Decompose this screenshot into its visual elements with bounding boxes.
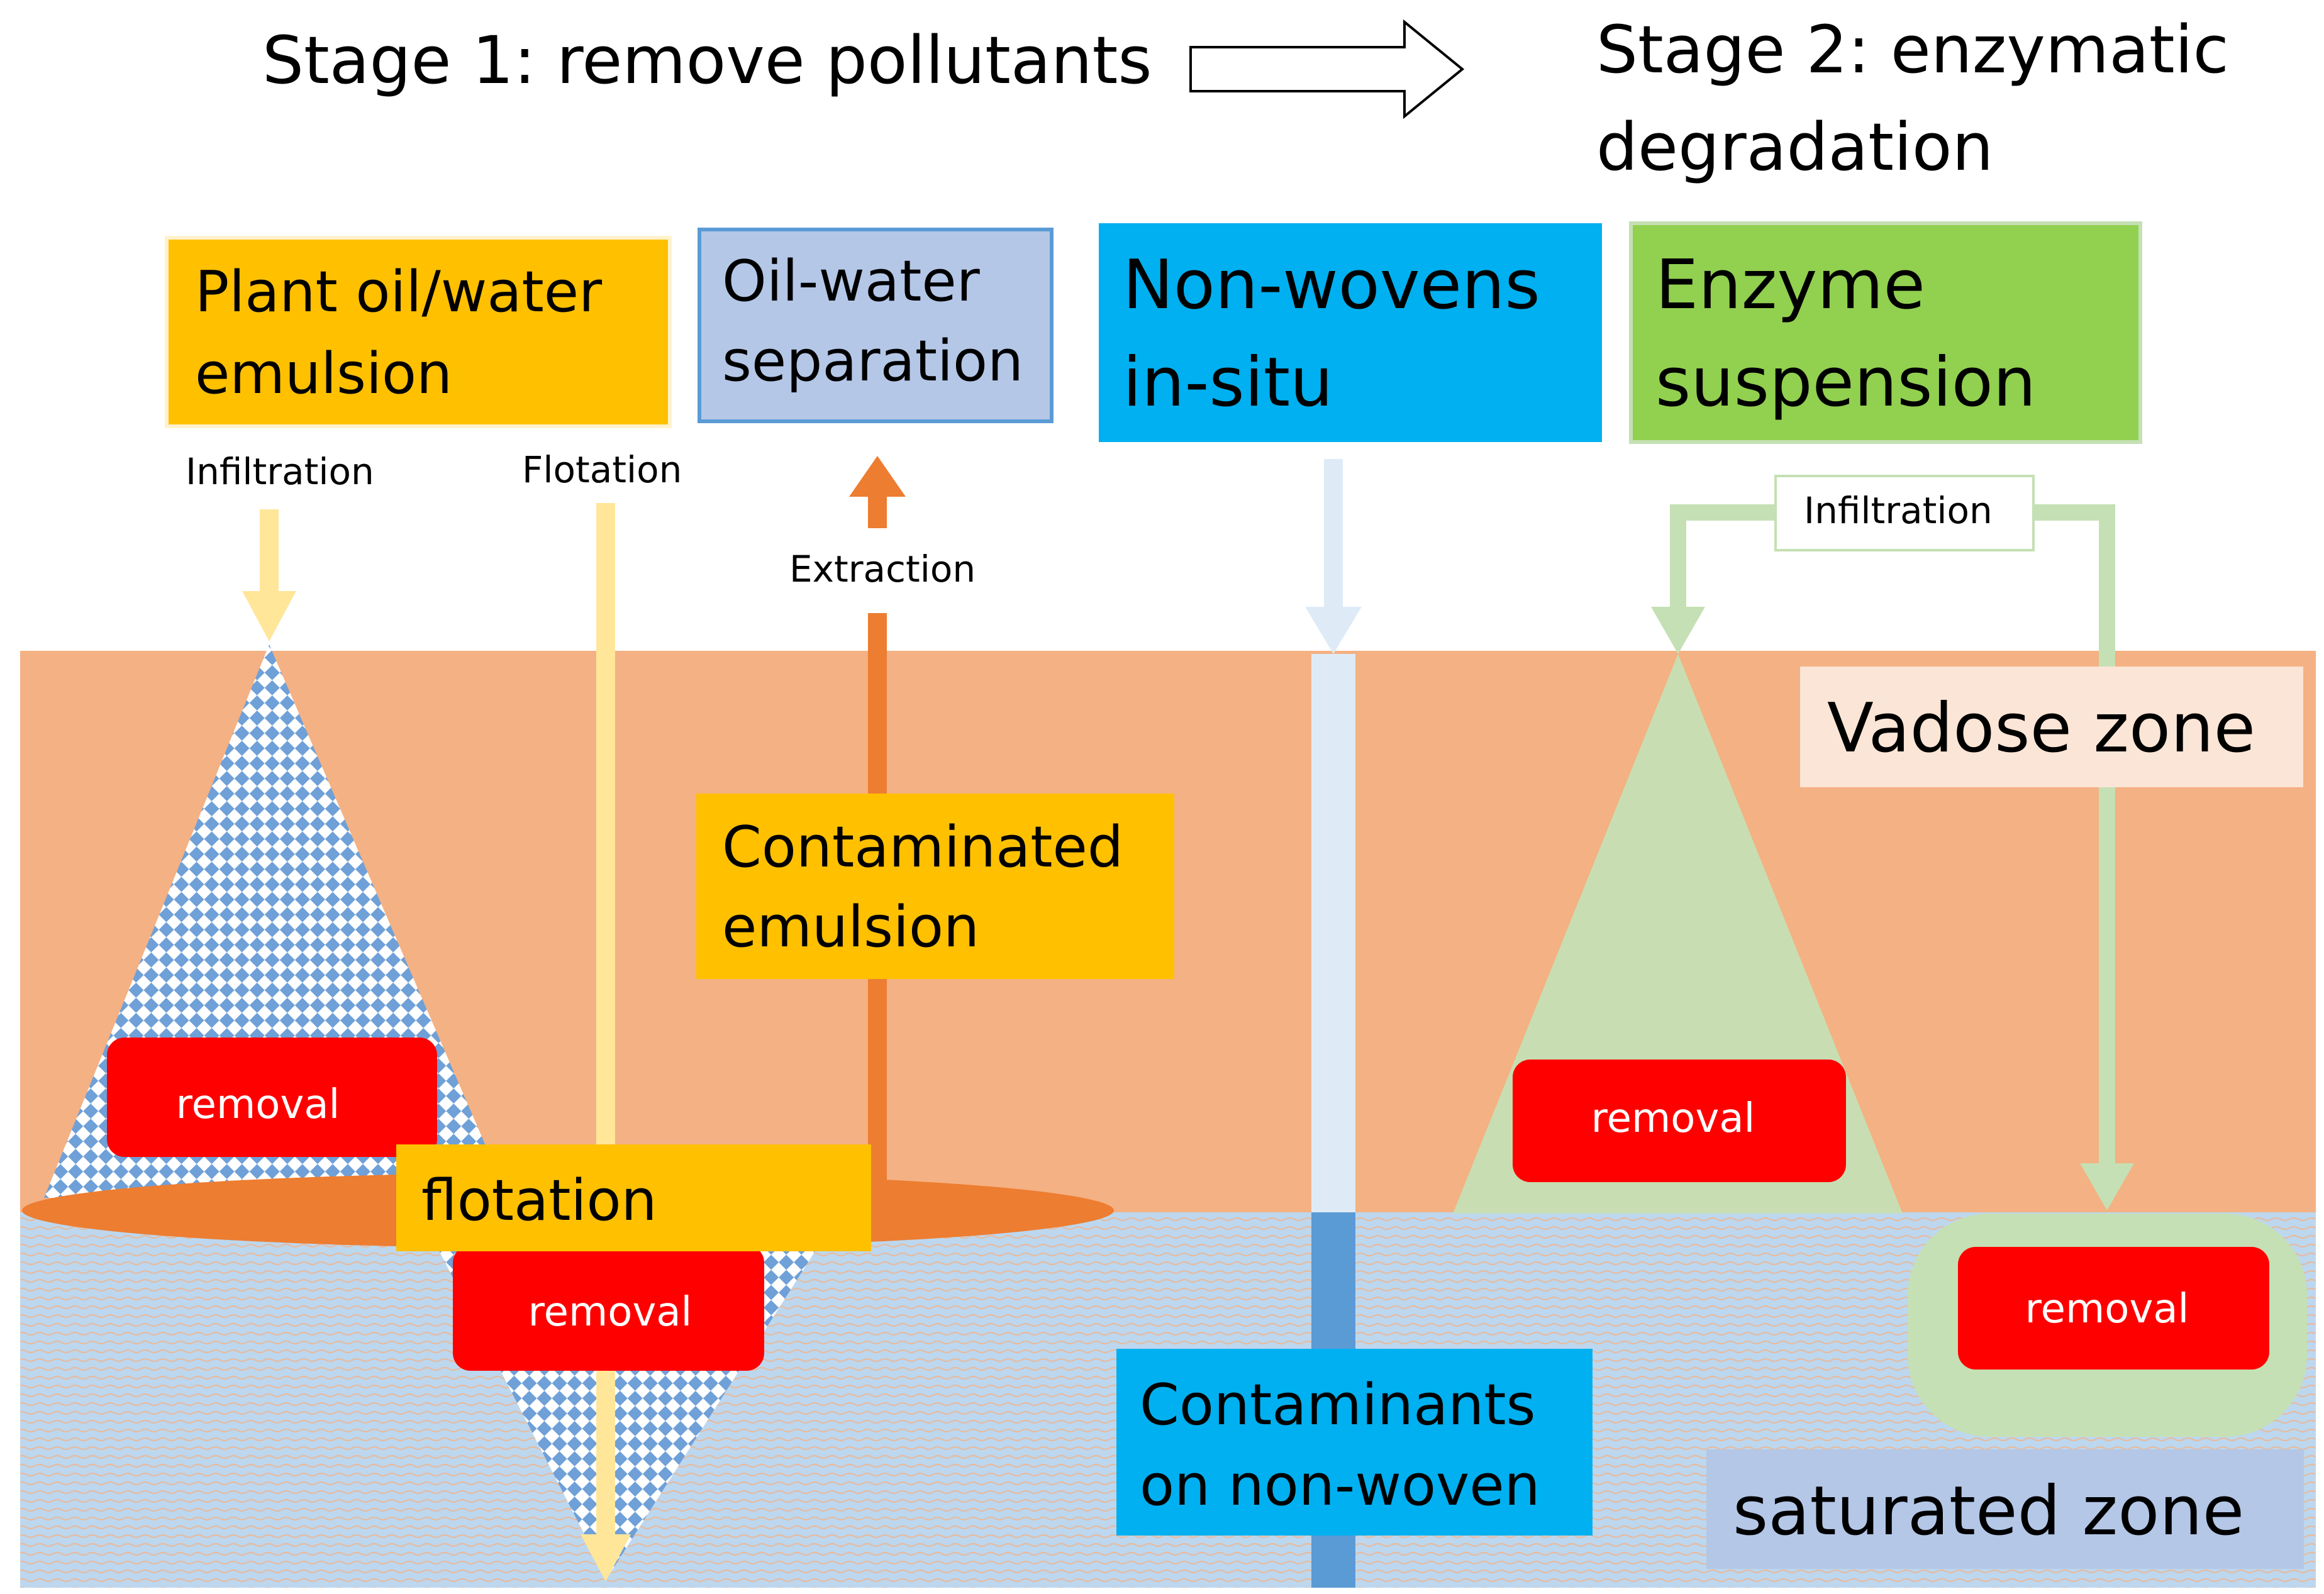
enzyme-infiltration-head-right <box>2080 1163 2134 1210</box>
nonwovens-box <box>1099 223 1602 442</box>
removal-label-2: removal <box>528 1289 692 1336</box>
removal-label-1: removal <box>176 1082 340 1128</box>
contaminants-label-2: on non-woven <box>1140 1453 1540 1519</box>
removal-label-3: removal <box>1591 1095 1755 1142</box>
infiltration-arrow-head <box>242 591 296 641</box>
oil-water-label-1: Oil-water <box>722 248 980 314</box>
removal-badge-2 <box>453 1245 764 1371</box>
contaminated-label-2: emulsion <box>722 894 979 960</box>
oil-water-label-2: separation <box>722 328 1023 394</box>
infiltration-arrow-shaft <box>260 509 279 594</box>
plant-oil-box <box>165 236 672 428</box>
saturated-zone-box <box>1706 1449 2304 1569</box>
extraction-arrow-stub <box>868 497 887 528</box>
enzyme-infiltration-path-left <box>1670 504 1777 613</box>
plant-oil-label-2: emulsion <box>195 341 452 407</box>
extraction-label: Extraction <box>789 548 976 590</box>
nonwovens-label-2: in-situ <box>1123 343 1333 422</box>
flotation-arrow-label: Flotation <box>522 448 682 491</box>
contaminants-box <box>1116 1349 1593 1536</box>
vadose-zone-label: Vadose zone <box>1827 689 2255 768</box>
flotation-label: flotation <box>421 1168 657 1234</box>
enzyme-box <box>1629 221 2142 444</box>
removal-label-4: removal <box>2025 1286 2189 1332</box>
contaminated-emulsion-box <box>696 794 1174 979</box>
flotation-arrow-shaft <box>596 503 615 1547</box>
flotation-arrow-head <box>581 1534 631 1581</box>
vadose-zone-box <box>1800 667 2303 787</box>
infiltration-left-label: Infiltration <box>186 450 374 493</box>
nonwoven-arrow-head <box>1305 607 1362 654</box>
oil-water-box <box>698 228 1054 423</box>
nonwoven-arrow-shaft <box>1324 459 1343 610</box>
enzyme-label-1: Enzyme <box>1655 246 1925 324</box>
enzyme-label-2: suspension <box>1655 343 2036 422</box>
infiltration-right-label: Infiltration <box>1804 489 1993 532</box>
removal-badge-3 <box>1513 1060 1846 1182</box>
removal-badge-4 <box>1958 1247 2269 1370</box>
saturated-zone-label: saturated zone <box>1733 1472 2244 1551</box>
nonwoven-upper <box>1311 654 1355 1212</box>
nonwovens-label-1: Non-wovens <box>1123 246 1540 324</box>
enzyme-infiltration-path-right <box>2028 504 2115 1163</box>
removal-badge-1 <box>107 1038 437 1157</box>
contaminated-label-1: Contaminated <box>722 814 1123 880</box>
stage1-heading: Stage 1: remove pollutants <box>262 22 1152 99</box>
stage-transition-arrow <box>1189 19 1465 119</box>
plant-oil-label-1: Plant oil/water <box>195 259 602 325</box>
extraction-arrow-head <box>849 456 906 497</box>
stage2-heading-line2: degradation <box>1596 109 1993 185</box>
enzyme-infiltration-head-left <box>1651 607 1705 654</box>
contaminants-label-1: Contaminants <box>1140 1372 1535 1438</box>
flotation-box <box>396 1144 871 1251</box>
stage2-heading-line1: Stage 2: enzymatic <box>1596 11 2229 88</box>
infiltration-right-box <box>1774 475 2035 551</box>
